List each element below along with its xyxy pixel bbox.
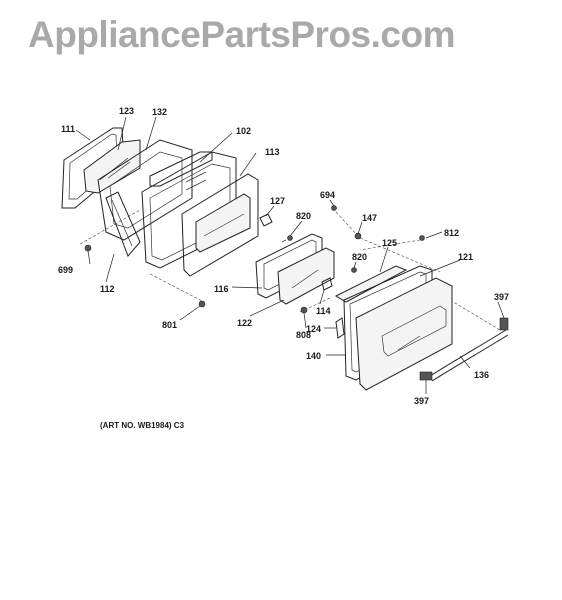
callout-397-bottom: 397	[414, 396, 430, 406]
part-122-glass	[277, 247, 335, 305]
part-113-liner	[181, 173, 259, 277]
callout-808: 808	[296, 330, 312, 340]
part-127-plate	[259, 213, 273, 227]
callout-132: 132	[152, 107, 168, 117]
callout-801: 801	[162, 320, 178, 330]
callout-397-top: 397	[494, 292, 510, 302]
part-812-screw	[419, 235, 425, 241]
callout-111: 111	[61, 124, 76, 134]
part-112-channel	[105, 191, 141, 257]
callout-125: 125	[382, 238, 398, 248]
callout-136: 136	[474, 370, 490, 380]
callout-113: 113	[265, 147, 280, 157]
callout-121: 121	[458, 252, 474, 262]
part-699-screw	[84, 244, 92, 252]
site-watermark: AppliancePartsPros.com	[28, 14, 455, 55]
callout-114: 114	[316, 306, 331, 316]
part-820-screw-b	[351, 267, 357, 273]
callout-122: 122	[237, 318, 253, 328]
callout-820-a: 820	[296, 211, 312, 221]
part-808-screw	[300, 306, 308, 314]
callout-820-b: 820	[352, 252, 368, 262]
callout-147: 147	[362, 213, 378, 223]
callout-127: 127	[270, 196, 286, 206]
part-125-glass	[334, 265, 408, 303]
callout-694: 694	[320, 190, 336, 200]
callout-812: 812	[444, 228, 460, 238]
callout-140: 140	[306, 351, 322, 361]
part-801-screw	[198, 300, 206, 308]
art-number-note: (ART NO. WB1984) C3	[100, 421, 185, 430]
part-694-screw	[331, 205, 337, 211]
callout-116: 116	[214, 284, 229, 294]
callout-112: 112	[100, 284, 115, 294]
part-397-cap-b	[419, 371, 433, 381]
part-132-frame	[97, 139, 193, 241]
part-820-screw-a	[281, 235, 293, 243]
callout-124: 124	[306, 324, 322, 334]
part-136-handle	[429, 329, 509, 382]
leader-lines	[75, 116, 505, 394]
callout-102: 102	[236, 126, 252, 136]
part-124-trim	[335, 317, 345, 339]
callout-699: 699	[58, 265, 74, 275]
part-121-outer-glass	[355, 277, 453, 391]
part-397-cap-a	[499, 317, 509, 331]
callout-123: 123	[119, 106, 135, 116]
part-114-bracket	[321, 277, 333, 291]
